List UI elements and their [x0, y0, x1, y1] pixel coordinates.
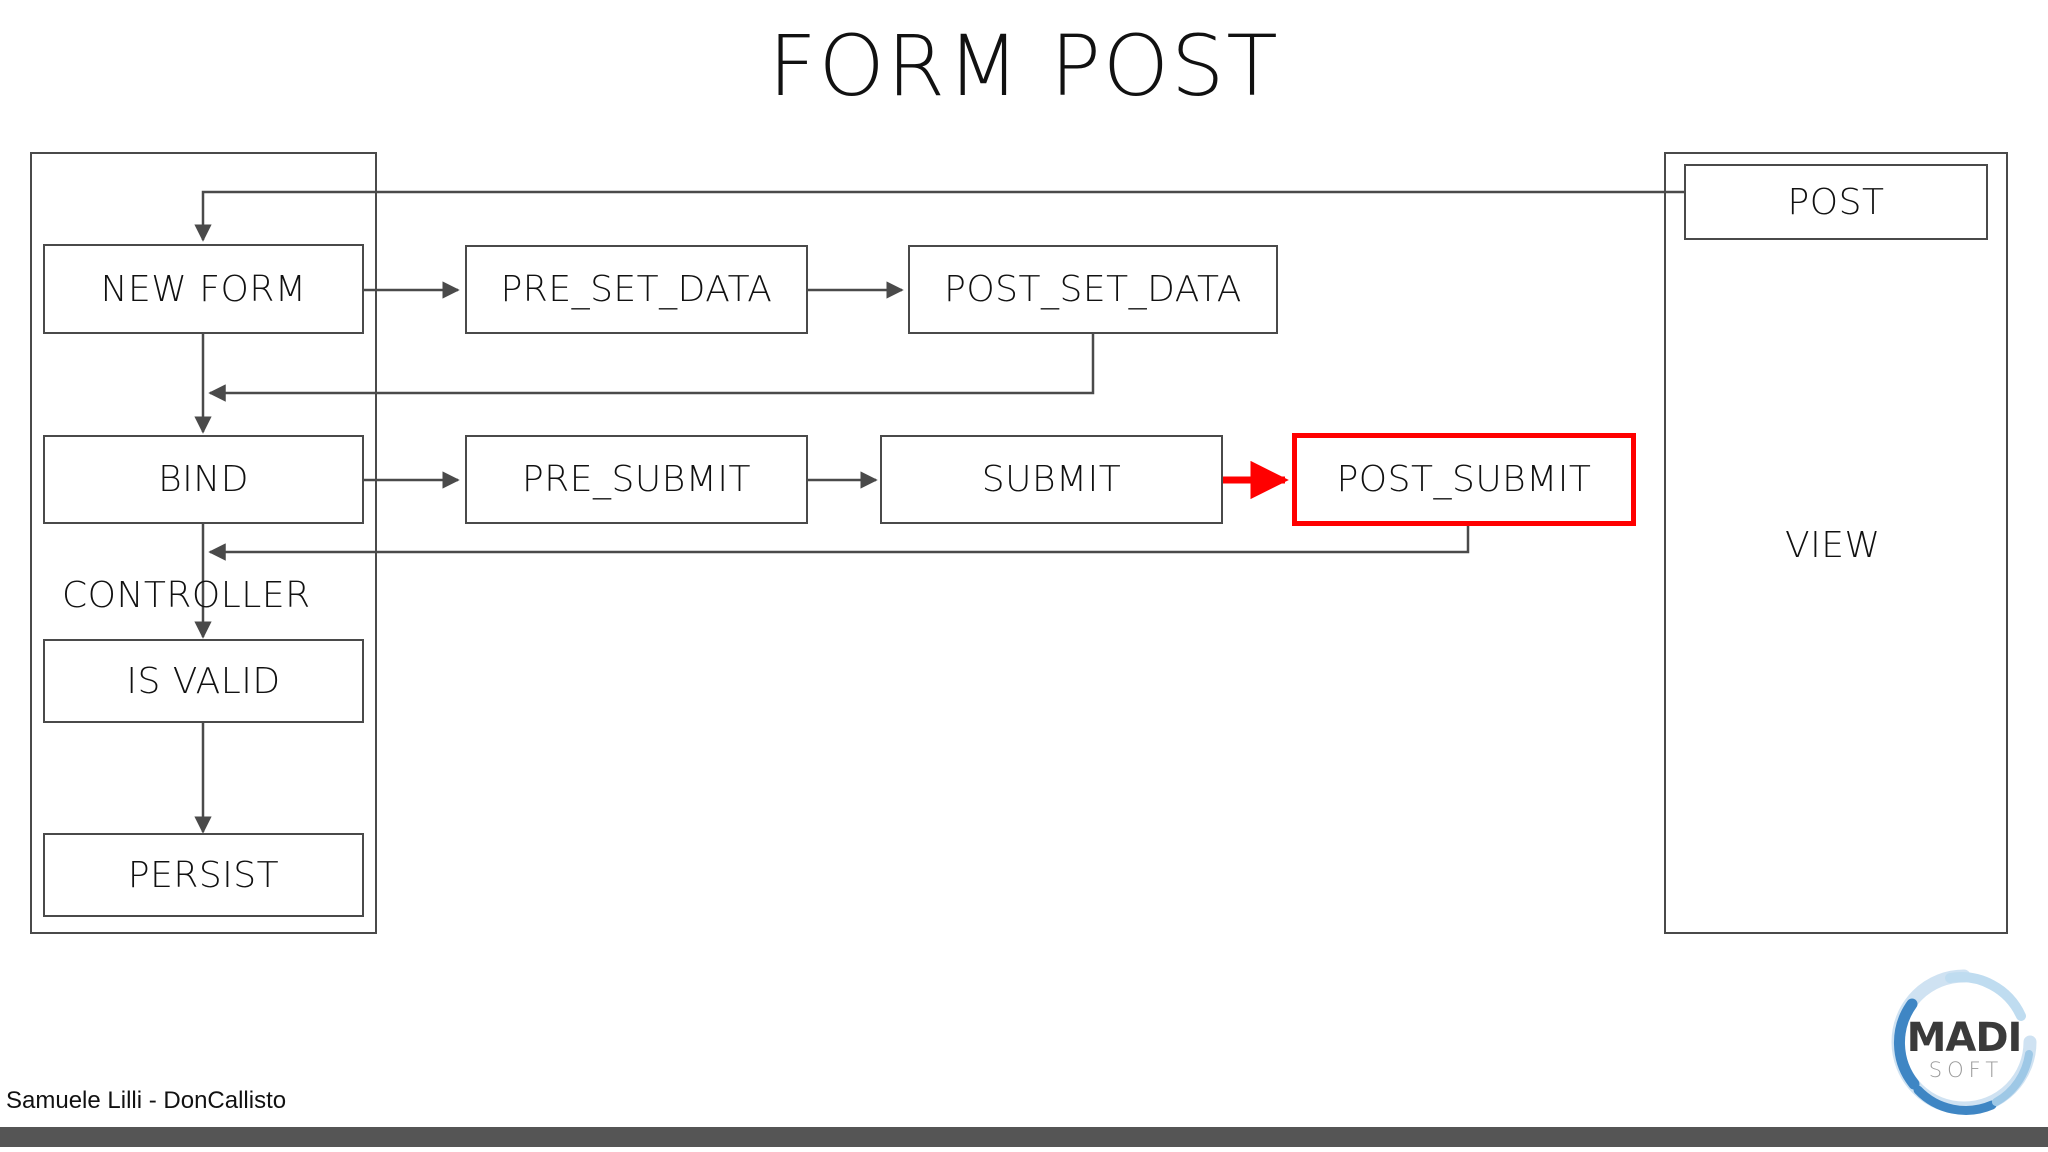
node-pre-submit-label: PRE_SUBMIT — [522, 459, 751, 500]
node-post[interactable]: POST — [1684, 164, 1988, 240]
controller-group-label: CONTROLLER — [62, 575, 311, 616]
node-post-submit-label: POST_SUBMIT — [1336, 459, 1592, 500]
madisoft-logo: MADI SOFT — [1888, 966, 2040, 1118]
node-pre-submit[interactable]: PRE_SUBMIT — [465, 435, 808, 524]
page-title: FORM POST — [768, 17, 1280, 115]
node-bind[interactable]: BIND — [43, 435, 364, 524]
footer-credit: Samuele Lilli - DonCallisto — [6, 1087, 287, 1114]
node-post-label: POST — [1787, 181, 1885, 223]
logo-circle-brush — [1891, 969, 2037, 1115]
node-bind-label: BIND — [158, 459, 249, 500]
footer-bar — [0, 1127, 2048, 1147]
logo-primary-text: MADI — [1907, 1015, 2022, 1061]
logo-secondary-text: SOFT — [1929, 1058, 2003, 1082]
node-is-valid[interactable]: IS VALID — [43, 639, 364, 723]
node-new-form-label: NEW FORM — [100, 268, 307, 310]
node-post-set-data-label: POST_SET_DATA — [944, 269, 1242, 310]
node-new-form[interactable]: NEW FORM — [43, 244, 364, 334]
node-post-set-data[interactable]: POST_SET_DATA — [908, 245, 1278, 334]
node-pre-set-data[interactable]: PRE_SET_DATA — [465, 245, 808, 334]
view-group-box — [1664, 152, 2008, 934]
node-persist-label: PERSIST — [127, 854, 280, 896]
node-persist[interactable]: PERSIST — [43, 833, 364, 917]
node-is-valid-label: IS VALID — [126, 660, 281, 702]
node-post-submit[interactable]: POST_SUBMIT — [1292, 433, 1636, 526]
node-submit-label: SUBMIT — [981, 459, 1122, 500]
node-pre-set-data-label: PRE_SET_DATA — [500, 269, 773, 310]
controller-group-box — [30, 152, 377, 934]
view-group-label: VIEW — [1785, 525, 1881, 566]
node-submit[interactable]: SUBMIT — [880, 435, 1223, 524]
